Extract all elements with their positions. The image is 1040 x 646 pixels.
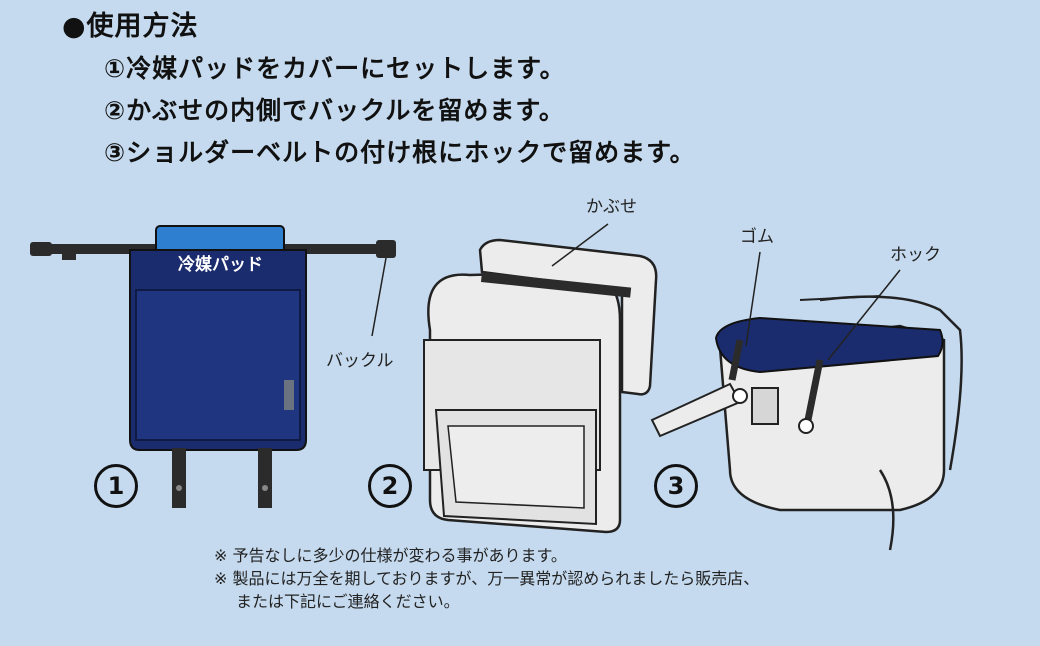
- note-1: ※ 予告なしに多少の仕様が変わる事があります。: [214, 546, 567, 565]
- navy-cover: [129, 249, 307, 451]
- backpack-flap: [478, 238, 658, 396]
- flap-callout: かぶせ: [586, 197, 637, 217]
- buckle-callout: バックル: [326, 351, 394, 371]
- rubber-callout: ゴム: [740, 227, 774, 247]
- bottom-tabs: [172, 448, 272, 508]
- step-3: ③ショルダーベルトの付け根にホックで留めます。: [104, 138, 696, 167]
- steps-list: ①冷媒パッドをカバーにセットします。 ②かぶせの内側でバックルを留めます。 ③シ…: [104, 48, 696, 174]
- hook-callout: ホック: [890, 245, 941, 265]
- pad-text: 冷媒パッド: [178, 255, 263, 275]
- figure-number-1: 1: [94, 464, 138, 508]
- note-3: または下記にご連絡ください。: [236, 592, 460, 611]
- figure-number-3: 3: [654, 464, 698, 508]
- backpack-front: [423, 270, 622, 534]
- usage-heading: ●使用方法: [62, 11, 199, 42]
- note-2: ※ 製品には万全を期しておりますが、万一異常が認められましたら販売店、: [214, 569, 760, 588]
- notes: ※ 予告なしに多少の仕様が変わる事があります。 ※ 製品には万全を期しております…: [214, 544, 759, 613]
- step-1: ①冷媒パッドをカバーにセットします。: [104, 54, 566, 83]
- step-2: ②かぶせの内側でバックルを留めます。: [104, 96, 565, 125]
- figure-number-2: 2: [368, 464, 412, 508]
- backpack-open: [650, 295, 963, 551]
